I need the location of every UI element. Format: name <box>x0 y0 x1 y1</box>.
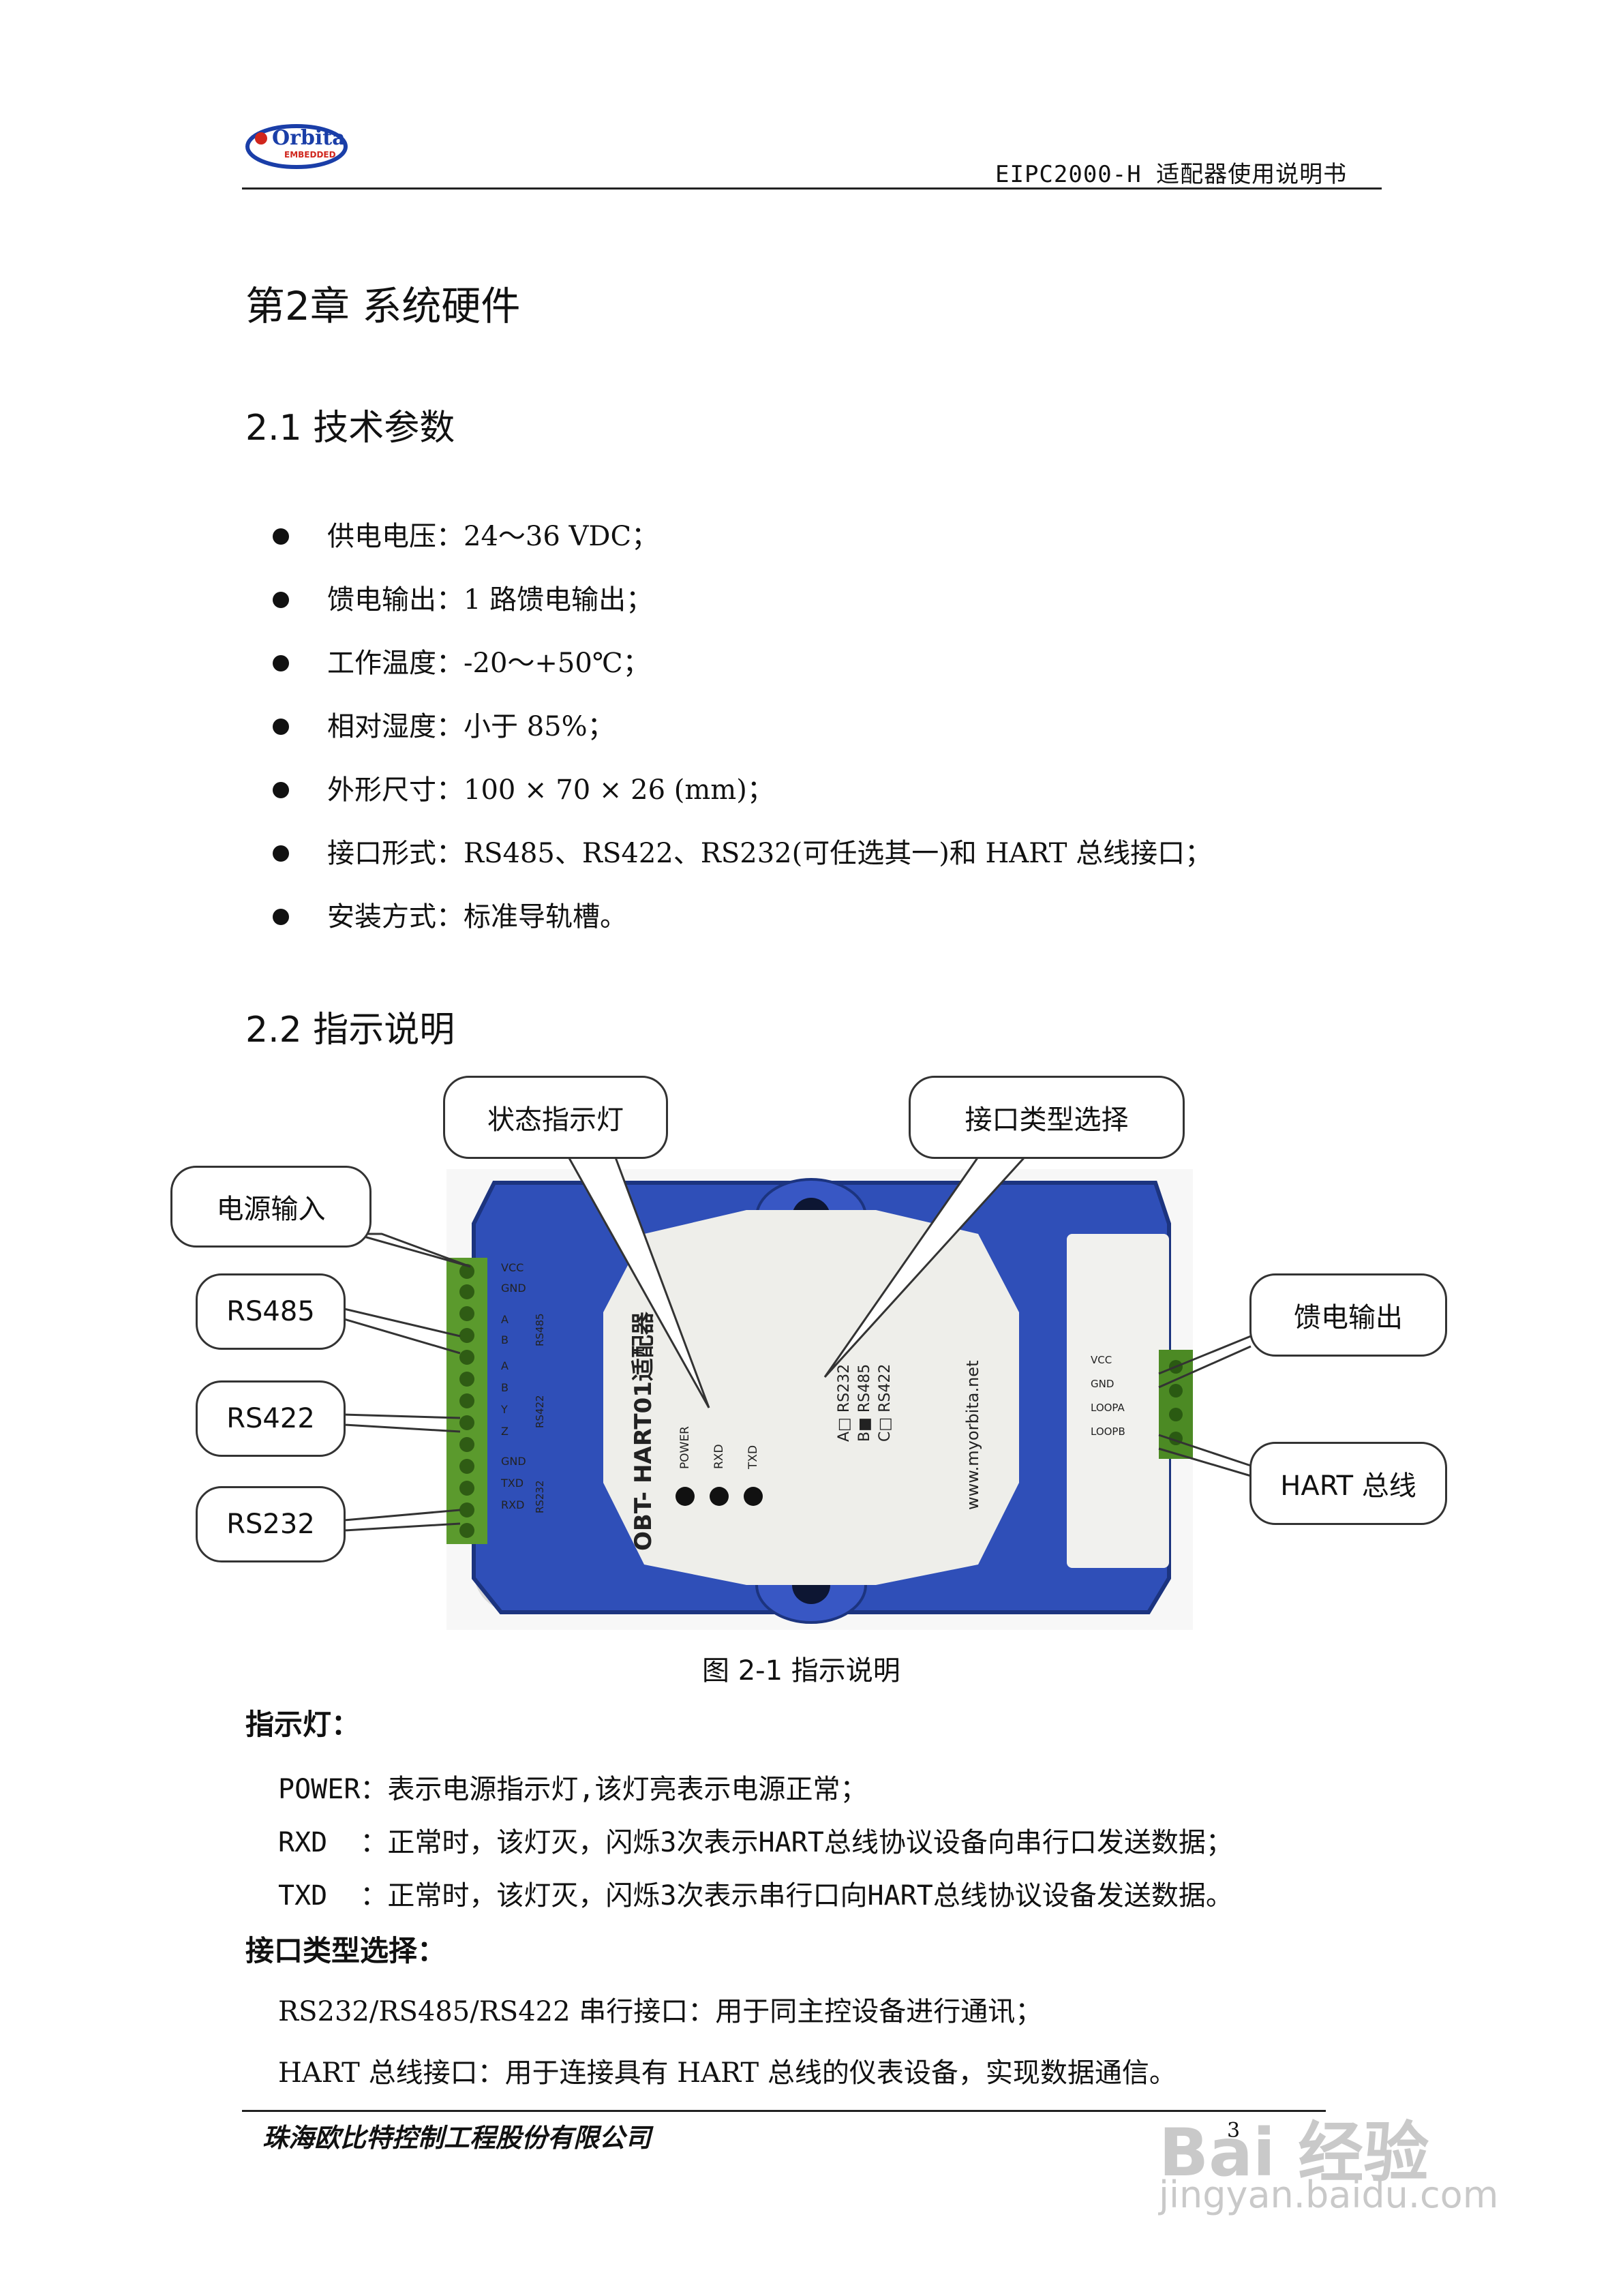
list-item-text: 接口形式：RS485、RS422、RS232(可任选其一)和 HART 总线接口… <box>327 837 1213 869</box>
footer-divider <box>242 2110 1326 2112</box>
watermark-url: jingyan.baidu.com <box>1159 2173 1499 2216</box>
indicator-lamps-label: 指示灯： <box>245 1708 361 1741</box>
footer-company: 珠海欧比特控制工程股份有限公司 <box>262 2123 652 2153</box>
terminal-gnd-label: GND <box>501 1282 526 1295</box>
bullet-icon <box>273 591 289 608</box>
led-power-label: POWER <box>678 1426 692 1469</box>
logo-subtext: EMBEDDED <box>284 150 336 160</box>
logo-text: Orbita <box>272 126 346 150</box>
terminal-gnd2-label: GND <box>501 1455 526 1468</box>
bullet-icon <box>273 528 289 545</box>
list-item: 馈电输出：1 路馈电输出； <box>273 568 1212 631</box>
right-loopb-label: LOOPB <box>1091 1425 1125 1438</box>
list-item: 相对湿度：小于 85%； <box>273 695 1212 758</box>
interface-select-label: 接口类型选择： <box>245 1934 446 1967</box>
list-item: 安装方式：标准导轨槽。 <box>273 885 1212 948</box>
terminal-y-label: Y <box>500 1403 508 1416</box>
list-item-text: 相对湿度：小于 85%； <box>327 710 615 742</box>
select-a-label: A□ RS232 <box>836 1364 853 1442</box>
callout-rs232: RS232 <box>196 1486 346 1562</box>
group-rs485-label: RS485 <box>534 1313 546 1346</box>
indicator-txd-line: TXD ：正常时，该灯灭，闪烁3次表示串行口向HART总线协议设备发送数据。 <box>278 1880 1233 1912</box>
list-item-text: 安装方式：标准导轨槽。 <box>327 901 627 933</box>
list-item-text: 外形尺寸：100 × 70 × 26 (mm)； <box>327 774 774 806</box>
right-loopa-label: LOOPA <box>1091 1402 1125 1414</box>
list-item: 接口形式：RS485、RS422、RS232(可任选其一)和 HART 总线接口… <box>273 821 1212 885</box>
led-txd-icon <box>744 1487 763 1506</box>
terminal-z-label: Z <box>501 1425 509 1438</box>
device-photo: VCC GND A B A B Y Z GND TXD RXD RS485 RS… <box>446 1169 1193 1630</box>
figure-caption: 图 2-1 指示说明 <box>702 1655 900 1687</box>
terminal-txd-label: TXD <box>500 1477 524 1490</box>
interface-hart-line: HART 总线接口：用于连接具有 HART 总线的仪表设备，实现数据通信。 <box>278 2057 1177 2089</box>
indicator-rxd-line: RXD ：正常时，该灯灭，闪烁3次表示HART总线协议设备向串行口发送数据； <box>278 1827 1233 1858</box>
callout-rs485: RS485 <box>196 1273 346 1350</box>
device-model-label: OBT- HART01适配器 <box>630 1311 657 1551</box>
callout-hart-bus: HART 总线 <box>1249 1442 1447 1525</box>
section-title-indicator: 2.2 指示说明 <box>245 1010 455 1051</box>
device-website-label: www.myorbita.net <box>963 1361 982 1510</box>
callout-rs422: RS422 <box>196 1380 346 1457</box>
right-gnd-label: GND <box>1091 1378 1114 1390</box>
bullet-icon <box>273 908 289 925</box>
list-item-text: 馈电输出：1 路馈电输出； <box>327 584 654 616</box>
bullet-icon <box>273 845 289 862</box>
terminal-b2-label: B <box>501 1381 509 1394</box>
chapter-title: 第2章 系统硬件 <box>245 283 521 329</box>
terminal-a-label: A <box>501 1313 509 1326</box>
terminal-vcc-label: VCC <box>501 1261 524 1274</box>
list-item: 工作温度：-20～+50℃； <box>273 631 1212 695</box>
callout-feed-output: 馈电输出 <box>1249 1273 1447 1357</box>
group-rs232-label: RS232 <box>534 1480 546 1513</box>
interface-serial-line: RS232/RS485/RS422 串行接口：用于同主控设备进行通讯； <box>278 1996 1043 2027</box>
led-txd-label: TXD <box>746 1445 760 1470</box>
bullet-icon <box>273 654 289 671</box>
right-vcc-label: VCC <box>1091 1354 1112 1366</box>
led-rxd-label: RXD <box>712 1444 726 1469</box>
bullet-icon <box>273 781 289 798</box>
callout-status-led: 状态指示灯 <box>443 1076 668 1159</box>
watermark-brand: Bai 经验 <box>1159 2115 1429 2191</box>
header-divider <box>242 187 1382 190</box>
callout-interface-select: 接口类型选择 <box>909 1076 1185 1159</box>
bullet-icon <box>273 718 289 735</box>
terminal-a2-label: A <box>501 1359 509 1372</box>
tech-params-list: 供电电压：24～36 VDC； 馈电输出：1 路馈电输出； 工作温度：-20～+… <box>273 504 1212 948</box>
select-b-label: B■ RS485 <box>856 1364 873 1442</box>
select-c-label: C□ RS422 <box>877 1364 894 1442</box>
list-item: 外形尺寸：100 × 70 × 26 (mm)； <box>273 758 1212 821</box>
section-title-tech-params: 2.1 技术参数 <box>245 408 455 449</box>
page-number: 3 <box>1227 2119 1241 2143</box>
terminal-b-label: B <box>501 1333 509 1346</box>
callout-power-input: 电源输入 <box>170 1166 371 1248</box>
document-title: EIPC2000-H 适配器使用说明书 <box>995 161 1348 188</box>
indicator-power-line: POWER：表示电源指示灯,该灯亮表示电源正常； <box>278 1774 868 1805</box>
terminal-rxd-label: RXD <box>501 1498 524 1511</box>
led-power-icon <box>676 1487 695 1506</box>
group-rs422-label: RS422 <box>534 1395 546 1428</box>
company-logo: Orbita EMBEDDED <box>242 112 378 174</box>
list-item-text: 供电电压：24～36 VDC； <box>327 520 659 552</box>
led-rxd-icon <box>710 1487 729 1506</box>
list-item: 供电电压：24～36 VDC； <box>273 504 1212 568</box>
list-item-text: 工作温度：-20～+50℃； <box>327 647 650 679</box>
